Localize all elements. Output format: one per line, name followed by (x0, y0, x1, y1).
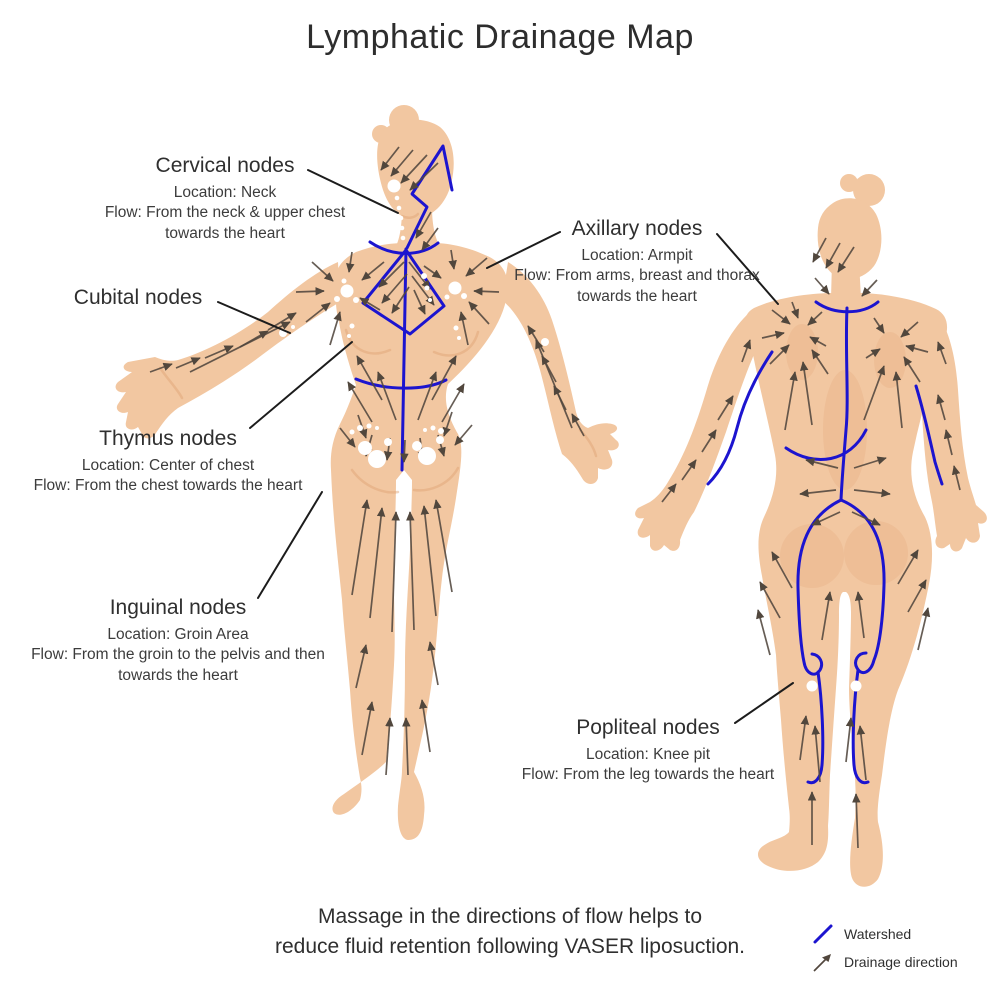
watershed-line-icon (813, 924, 833, 944)
back-body-skin (635, 174, 987, 887)
label-popliteal-nodes: Popliteal nodes Location: Knee pit Flow:… (483, 714, 813, 786)
back-left-arm (635, 312, 756, 551)
watershed-chest-diamond (361, 248, 446, 336)
watershed-left-leg (796, 498, 843, 676)
back-hair-bun (853, 174, 885, 206)
inguinal-location: Location: Groin Area (107, 625, 249, 643)
legend-watershed: Watershed (810, 920, 995, 948)
inguinal-name: Inguinal nodes (109, 596, 247, 619)
footer-note: Massage in the directions of flow helps … (170, 902, 850, 963)
watershed-right-arm-back (914, 384, 944, 486)
thymus-name: Thymus nodes (99, 427, 237, 450)
back-watershed-lines (706, 300, 944, 785)
popliteal-flow: Flow: From the leg towards the heart (521, 766, 775, 784)
back-right-arm (920, 315, 987, 552)
footer-line1: Massage in the directions of flow helps … (317, 905, 703, 928)
front-figure (115, 105, 619, 840)
cervical-name: Cervical nodes (155, 154, 295, 177)
back-shading (780, 324, 908, 588)
label-cubital-nodes: Cubital nodes (53, 284, 223, 315)
watershed-right-calf (851, 668, 870, 785)
axillary-name: Axillary nodes (571, 217, 703, 240)
label-inguinal-nodes: Inguinal nodes Location: Groin Area Flow… (28, 594, 328, 686)
label-axillary-nodes: Axillary nodes Location: Armpit Flow: Fr… (502, 215, 772, 307)
thymus-flow: Flow: From the chest towards the heart (33, 477, 303, 495)
leader-axillary-front (486, 231, 561, 269)
front-drainage-arrows (149, 146, 585, 776)
inguinal-flow: Flow: From the groin to the pelvis and t… (31, 646, 325, 684)
front-torso-legs (330, 243, 508, 840)
page-title: Lymphatic Drainage Map (306, 18, 694, 56)
label-cervical-nodes: Cervical nodes Location: Neck Flow: From… (95, 152, 355, 244)
cervical-flow: Flow: From the neck & upper chest toward… (104, 204, 346, 242)
back-figure (635, 174, 987, 887)
legend-watershed-label: Watershed (844, 926, 912, 942)
leader-popliteal (734, 682, 794, 724)
watershed-sternum (400, 247, 408, 472)
thymus-location: Location: Center of chest (81, 456, 255, 474)
watershed-left-calf (806, 670, 825, 785)
back-torso-legs (744, 293, 948, 887)
drainage-direction-arrow-icon (813, 954, 831, 972)
popliteal-location: Location: Knee pit (585, 745, 711, 763)
popliteal-name: Popliteal nodes (576, 716, 720, 739)
back-drainage-arrows (661, 237, 961, 849)
watershed-left-arm-back (706, 350, 774, 486)
cervical-location: Location: Neck (173, 183, 277, 201)
leader-thymus (249, 341, 353, 429)
axillary-flow: Flow: From arms, breast and thorax towar… (514, 267, 760, 305)
watershed-waist (354, 377, 448, 390)
leader-cervical (307, 169, 399, 214)
back-node-dots (806, 680, 862, 692)
front-watershed-lines (354, 144, 454, 472)
axillary-location: Location: Armpit (581, 246, 693, 264)
footer-line2: reduce fluid retention following VASER l… (274, 935, 746, 959)
legend: Watershed Drainage direction (810, 920, 995, 976)
legend-drainage: Drainage direction (810, 948, 995, 976)
cubital-name: Cubital nodes (73, 286, 203, 309)
leader-lines (217, 169, 794, 724)
legend-drainage-label: Drainage direction (844, 954, 958, 970)
watershed-spine (839, 306, 849, 502)
leader-cubital (217, 301, 291, 334)
watershed-face (405, 144, 454, 250)
leader-axillary-back (716, 233, 779, 305)
watershed-lower-back (784, 428, 868, 462)
label-thymus-nodes: Thymus nodes Location: Center of chest F… (3, 425, 333, 497)
front-node-dots (279, 179, 549, 468)
leader-inguinal (257, 491, 323, 599)
front-right-arm (502, 262, 619, 484)
watershed-right-leg (839, 498, 886, 675)
front-head (377, 119, 454, 219)
